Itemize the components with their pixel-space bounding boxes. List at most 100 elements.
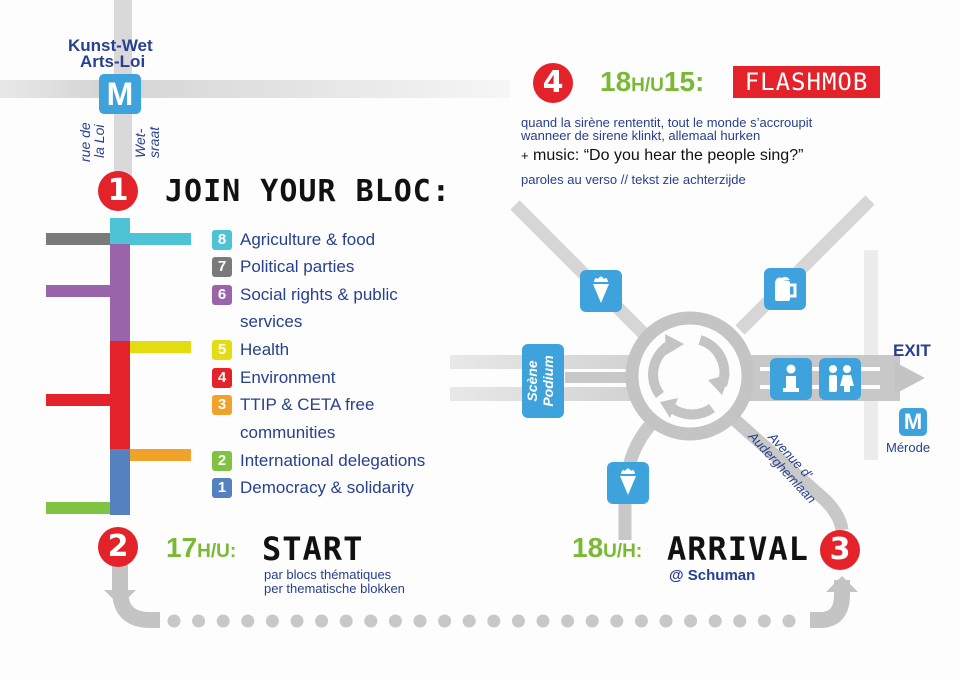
metro-right-icon: M bbox=[899, 408, 927, 436]
route-dot bbox=[733, 614, 747, 628]
top-street bbox=[0, 80, 120, 98]
bloc-label-cont: services bbox=[240, 312, 303, 331]
bloc-badge-4: 4 bbox=[212, 368, 232, 388]
route-dot bbox=[511, 614, 525, 628]
bloc-badge-7: 7 bbox=[212, 257, 232, 277]
step-2-time: 17H/U: bbox=[166, 532, 236, 564]
route-dot bbox=[610, 614, 624, 628]
bloc-branch-2 bbox=[46, 502, 110, 514]
step-2-title: START bbox=[262, 530, 364, 568]
route-dot bbox=[659, 614, 673, 628]
metro-right-name: Mérode bbox=[886, 440, 931, 455]
bloc-branch-4 bbox=[46, 394, 110, 406]
bloc-label: TTIP & CETA free bbox=[240, 395, 375, 414]
step-4-time: 18H/U15: bbox=[600, 66, 704, 98]
step-2-marker: 2 bbox=[98, 527, 138, 567]
flashmob-line-fr: quand la sirène rententit, tout le monde… bbox=[521, 115, 813, 130]
step-2-sub-nl: per thematische blokken bbox=[264, 581, 405, 596]
step-4-minutes: 15: bbox=[663, 66, 705, 97]
bloc-segment-6 bbox=[110, 244, 130, 341]
bloc-branch-6 bbox=[46, 285, 110, 297]
metro-top-name-nl: Kunst-Wet bbox=[68, 36, 153, 55]
route-arrow-up bbox=[826, 576, 858, 592]
route-dot bbox=[216, 614, 230, 628]
flashmob-lyrics: paroles au verso // tekst zie achterzijd… bbox=[521, 172, 746, 187]
bloc-branch-7 bbox=[46, 233, 110, 245]
street-label-line: la Loi bbox=[91, 124, 107, 158]
bloc-item-8[interactable]: 8 Agriculture & food bbox=[212, 226, 375, 253]
bloc-label: Health bbox=[240, 340, 290, 359]
step-3-sub: @ Schuman bbox=[669, 567, 756, 584]
music-prefix: + bbox=[521, 148, 529, 163]
route-dot bbox=[192, 614, 206, 628]
flashmob-music: + music: “Do you hear the people sing?” bbox=[521, 147, 803, 165]
street-label-wetstraat: Wet- sraat bbox=[132, 127, 162, 158]
exit-label: EXIT bbox=[893, 341, 931, 360]
step-3-marker: 3 bbox=[820, 530, 860, 570]
bloc-label-cont: communities bbox=[240, 423, 336, 442]
bloc-segment-8 bbox=[110, 218, 130, 244]
bloc-item-5[interactable]: 5 Health bbox=[212, 336, 289, 363]
stage-label-fr: Scène bbox=[524, 360, 540, 402]
roundabout-arrowheads bbox=[660, 334, 730, 418]
route-dot bbox=[684, 614, 698, 628]
metro-top-icon: M bbox=[99, 74, 141, 114]
step-3-time: 18U/H: bbox=[572, 532, 642, 564]
food-stand-nw bbox=[580, 270, 622, 312]
route-dot bbox=[290, 614, 304, 628]
step-2-unit: H/U: bbox=[197, 541, 237, 562]
metro-top-name-fr: Arts-Loi bbox=[80, 52, 146, 71]
route-dot bbox=[167, 614, 181, 628]
music-title: music: “Do you hear the people sing?” bbox=[533, 147, 804, 164]
bloc-item-3[interactable]: 3 TTIP & CETA free bbox=[212, 391, 374, 418]
exit-arrow bbox=[895, 362, 925, 394]
step-4-hour: 18 bbox=[600, 66, 632, 97]
info-point bbox=[770, 358, 812, 400]
toilets-point bbox=[819, 358, 861, 400]
route-dot bbox=[241, 614, 255, 628]
street-label-line: rue de bbox=[77, 122, 93, 162]
step-2-sub-fr: par blocs thématiques bbox=[264, 567, 392, 582]
bloc-label: Political parties bbox=[240, 257, 355, 276]
route-dot bbox=[364, 614, 378, 628]
street-se bbox=[730, 415, 849, 532]
drinks-stand bbox=[764, 268, 806, 310]
step-3-unit: U/H: bbox=[603, 541, 643, 562]
bloc-badge-8: 8 bbox=[212, 230, 232, 250]
step-3-hour: 18 bbox=[572, 532, 604, 563]
bloc-branch-5 bbox=[130, 341, 191, 353]
bloc-label: Agriculture & food bbox=[240, 230, 376, 249]
route-dot bbox=[388, 614, 402, 628]
route-dot bbox=[265, 614, 279, 628]
beer-mug-icon bbox=[775, 276, 797, 301]
avenue-left-mid bbox=[565, 372, 640, 383]
toilets-icon bbox=[829, 365, 854, 392]
bloc-label: Democracy & solidarity bbox=[240, 478, 414, 497]
bloc-segment-4 bbox=[110, 341, 130, 449]
street-label-line: Wet- bbox=[132, 128, 148, 158]
stage: Scène Podium bbox=[522, 344, 564, 418]
bloc-item-7[interactable]: 7 Political parties bbox=[212, 253, 354, 280]
bloc-badge-3: 3 bbox=[212, 395, 232, 415]
route-dot bbox=[339, 614, 353, 628]
bloc-badge-5: 5 bbox=[212, 340, 232, 360]
bloc-segment-1 bbox=[110, 449, 130, 515]
bloc-line bbox=[46, 218, 191, 515]
route-dot bbox=[462, 614, 476, 628]
route-dot bbox=[782, 614, 796, 628]
route-dot bbox=[438, 614, 452, 628]
top-street-right bbox=[130, 80, 510, 98]
flashmob-line-nl: wanneer de sirene klinkt, allemaal hurke… bbox=[521, 128, 761, 143]
bloc-badge-2: 2 bbox=[212, 451, 232, 471]
bloc-badge-6: 6 bbox=[212, 285, 232, 305]
food-stand-sw bbox=[607, 462, 649, 504]
step-1-marker: 1 bbox=[98, 171, 138, 211]
step-4-title-box: FLASHMOB bbox=[733, 66, 880, 98]
route-dot bbox=[561, 614, 575, 628]
route-dot bbox=[536, 614, 550, 628]
